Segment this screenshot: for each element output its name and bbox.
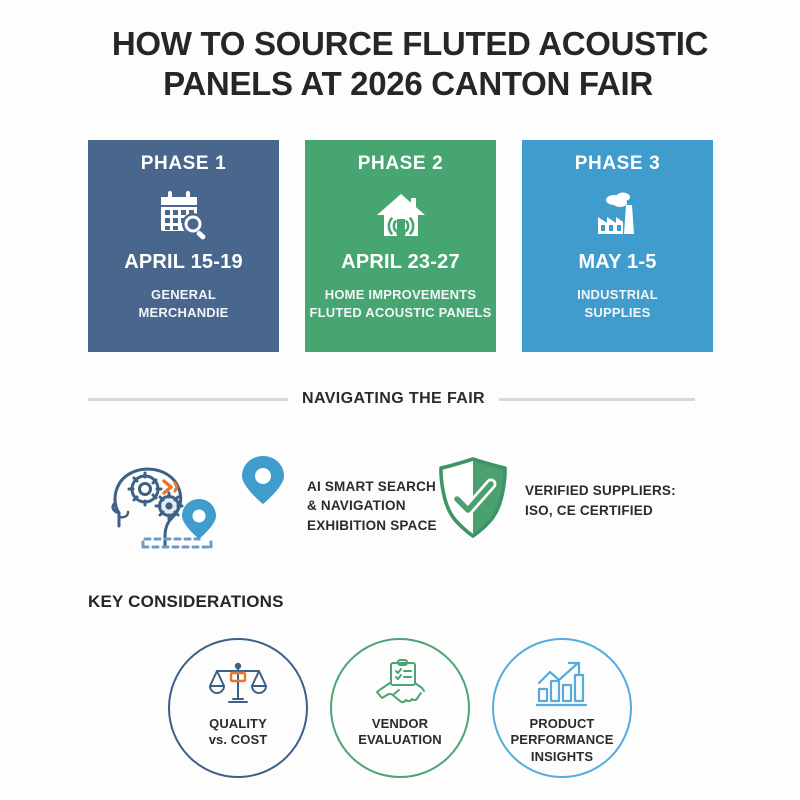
key-consideration-product-performance: PRODUCT PERFORMANCE INSIGHTS <box>492 638 632 778</box>
divider-rule-right <box>499 397 696 401</box>
key-consideration-quality-vs-cost: QUALITY vs. COST <box>168 638 308 778</box>
page-title: HOW TO SOURCE FLUTED ACOUSTIC PANELS AT … <box>88 24 728 105</box>
navigating-section-divider: NAVIGATING THE FAIR <box>88 390 713 408</box>
product-label-line-3: INSIGHTS <box>530 748 594 764</box>
phase-3-category-line-1: INDUSTRIAL <box>577 287 658 302</box>
key-consideration-product-performance-label: PRODUCT PERFORMANCE INSIGHTS <box>511 716 614 765</box>
phase-2-category-line-1: HOME IMPROVEMENTS <box>324 287 477 302</box>
feature-ai-line-3: EXHIBITION SPACE <box>307 517 437 533</box>
phase-3-category-line-2: SUPPLIES <box>584 304 651 320</box>
house-acoustic-icon <box>373 185 429 247</box>
phase-3-label: PHASE 3 <box>574 153 661 174</box>
vendor-label-line-1: VENDOR <box>371 716 429 731</box>
phase-card-1: PHASE 1 APRIL 15-1 <box>88 140 279 352</box>
phase-1-label: PHASE 1 <box>140 153 227 174</box>
navigating-feature-group: AI SMART SEARCH & NAVIGATION EXHIBITION … <box>95 443 715 558</box>
quality-label-line-2: vs. COST <box>208 732 268 748</box>
phase-1-category: GENERAL MERCHANDIE <box>132 286 234 321</box>
page-title-line-2: PANELS AT 2026 CANTON FAIR <box>163 65 653 103</box>
phase-2-label: PHASE 2 <box>357 153 444 174</box>
feature-verified-line-2: ISO, CE CERTIFIED <box>525 502 653 518</box>
phase-card-group: PHASE 1 APRIL 15-1 <box>88 140 713 352</box>
divider-rule-left <box>88 397 288 401</box>
feature-verified-suppliers: VERIFIED SUPPLIERS: ISO, CE CERTIFIED <box>435 455 676 546</box>
navigating-heading: NAVIGATING THE FAIR <box>302 390 486 407</box>
feature-ai-line-2: & NAVIGATION <box>307 498 406 514</box>
vendor-label-line-2: EVALUATION <box>358 732 442 748</box>
feature-verified-suppliers-label: VERIFIED SUPPLIERS: ISO, CE CERTIFIED <box>525 481 676 520</box>
phase-card-3: PHASE 3 MAY 1-5 INDUSTRIAL SUPPLIES <box>522 140 713 352</box>
key-consideration-quality-vs-cost-label: QUALITY vs. COST <box>209 716 268 749</box>
key-consideration-vendor-evaluation-label: VENDOR EVALUATION <box>358 716 442 749</box>
key-considerations-heading: KEY CONSIDERATIONS <box>88 592 284 611</box>
key-consideration-vendor-evaluation: VENDOR EVALUATION <box>330 638 470 778</box>
handshake-clipboard-icon <box>371 658 429 710</box>
verified-shield-check-icon <box>435 455 511 546</box>
ai-brain-navigation-icon <box>101 451 301 561</box>
calendar-search-icon <box>156 185 212 247</box>
product-label-line-1: PRODUCT <box>529 716 595 731</box>
phase-2-date: APRIL 23-27 <box>341 251 460 273</box>
feature-ai-smart-search-label: AI SMART SEARCH & NAVIGATION EXHIBITION … <box>307 477 437 536</box>
quality-label-line-1: QUALITY <box>209 716 267 731</box>
phase-3-category: INDUSTRIAL SUPPLIES <box>571 286 664 321</box>
phase-1-category-line-1: GENERAL <box>151 287 216 302</box>
key-considerations-group: QUALITY vs. COST VENDOR EVALUATION <box>168 638 633 778</box>
balance-scales-icon <box>209 658 267 710</box>
phase-1-category-line-2: MERCHANDIE <box>138 304 229 320</box>
feature-ai-smart-search: AI SMART SEARCH & NAVIGATION EXHIBITION … <box>101 451 437 561</box>
factory-icon <box>590 185 646 247</box>
phase-2-category-line-2: FLUTED ACOUSTIC PANELS <box>309 304 492 320</box>
page-title-line-1: HOW TO SOURCE FLUTED ACOUSTIC <box>111 25 709 62</box>
feature-ai-line-1: AI SMART SEARCH <box>307 478 437 494</box>
phase-card-2: PHASE 2 APRIL 23-27 HOME IMPROVEMENTS FL… <box>305 140 496 352</box>
product-label-line-2: PERFORMANCE <box>510 732 614 748</box>
growth-bar-chart-icon <box>533 658 591 710</box>
phase-2-category: HOME IMPROVEMENTS FLUTED ACOUSTIC PANELS <box>303 286 497 321</box>
phase-1-date: APRIL 15-19 <box>124 251 243 273</box>
feature-verified-line-1: VERIFIED SUPPLIERS: <box>525 482 676 498</box>
phase-3-date: MAY 1-5 <box>578 251 657 273</box>
